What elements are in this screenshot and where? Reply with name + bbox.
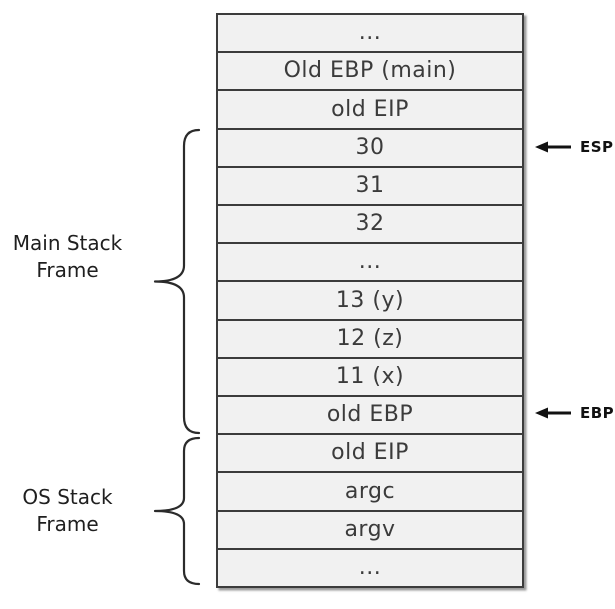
stack-cell-32: 32: [218, 206, 522, 245]
stack-cell-12-z: 12 (z): [218, 320, 522, 359]
stack-cell-ellipsis-top: ...: [218, 15, 522, 54]
os-stack-frame-label: OS Stack Frame: [22, 485, 113, 536]
stack-table: ... Old EBP (main) old EIP 30 31 32 ... …: [216, 13, 524, 588]
os-stack-frame-brace-icon: [153, 436, 201, 586]
ebp-pointer: EBP: [535, 405, 614, 421]
stack-cell-old-ebp: old EBP: [218, 397, 522, 436]
stack-cell-old-ebp-main: Old EBP (main): [218, 53, 522, 92]
stack-cell-31: 31: [218, 167, 522, 207]
stack-cell-ellipsis-mid: ...: [218, 244, 522, 283]
stack-cell-argv: argv: [218, 511, 522, 550]
ebp-label: EBP: [580, 404, 615, 422]
ebp-left-arrow-icon: [535, 407, 571, 419]
stack-cell-old-eip-main: old EIP: [218, 91, 522, 130]
esp-label: ESP: [580, 138, 614, 156]
stack-cell-11-x: 11 (x): [218, 358, 522, 398]
main-stack-frame-brace-icon: [153, 128, 201, 435]
main-stack-frame-label: Main Stack Frame: [12, 231, 123, 282]
esp-pointer: ESP: [535, 139, 614, 155]
stack-cell-argc: argc: [218, 473, 522, 512]
esp-left-arrow-icon: [535, 141, 571, 153]
stack-cell-13-y: 13 (y): [218, 282, 522, 321]
stack-cell-30: 30: [218, 129, 522, 168]
stack-cell-ellipsis-bottom: ...: [218, 549, 522, 587]
stack-cell-old-eip: old EIP: [218, 435, 522, 474]
